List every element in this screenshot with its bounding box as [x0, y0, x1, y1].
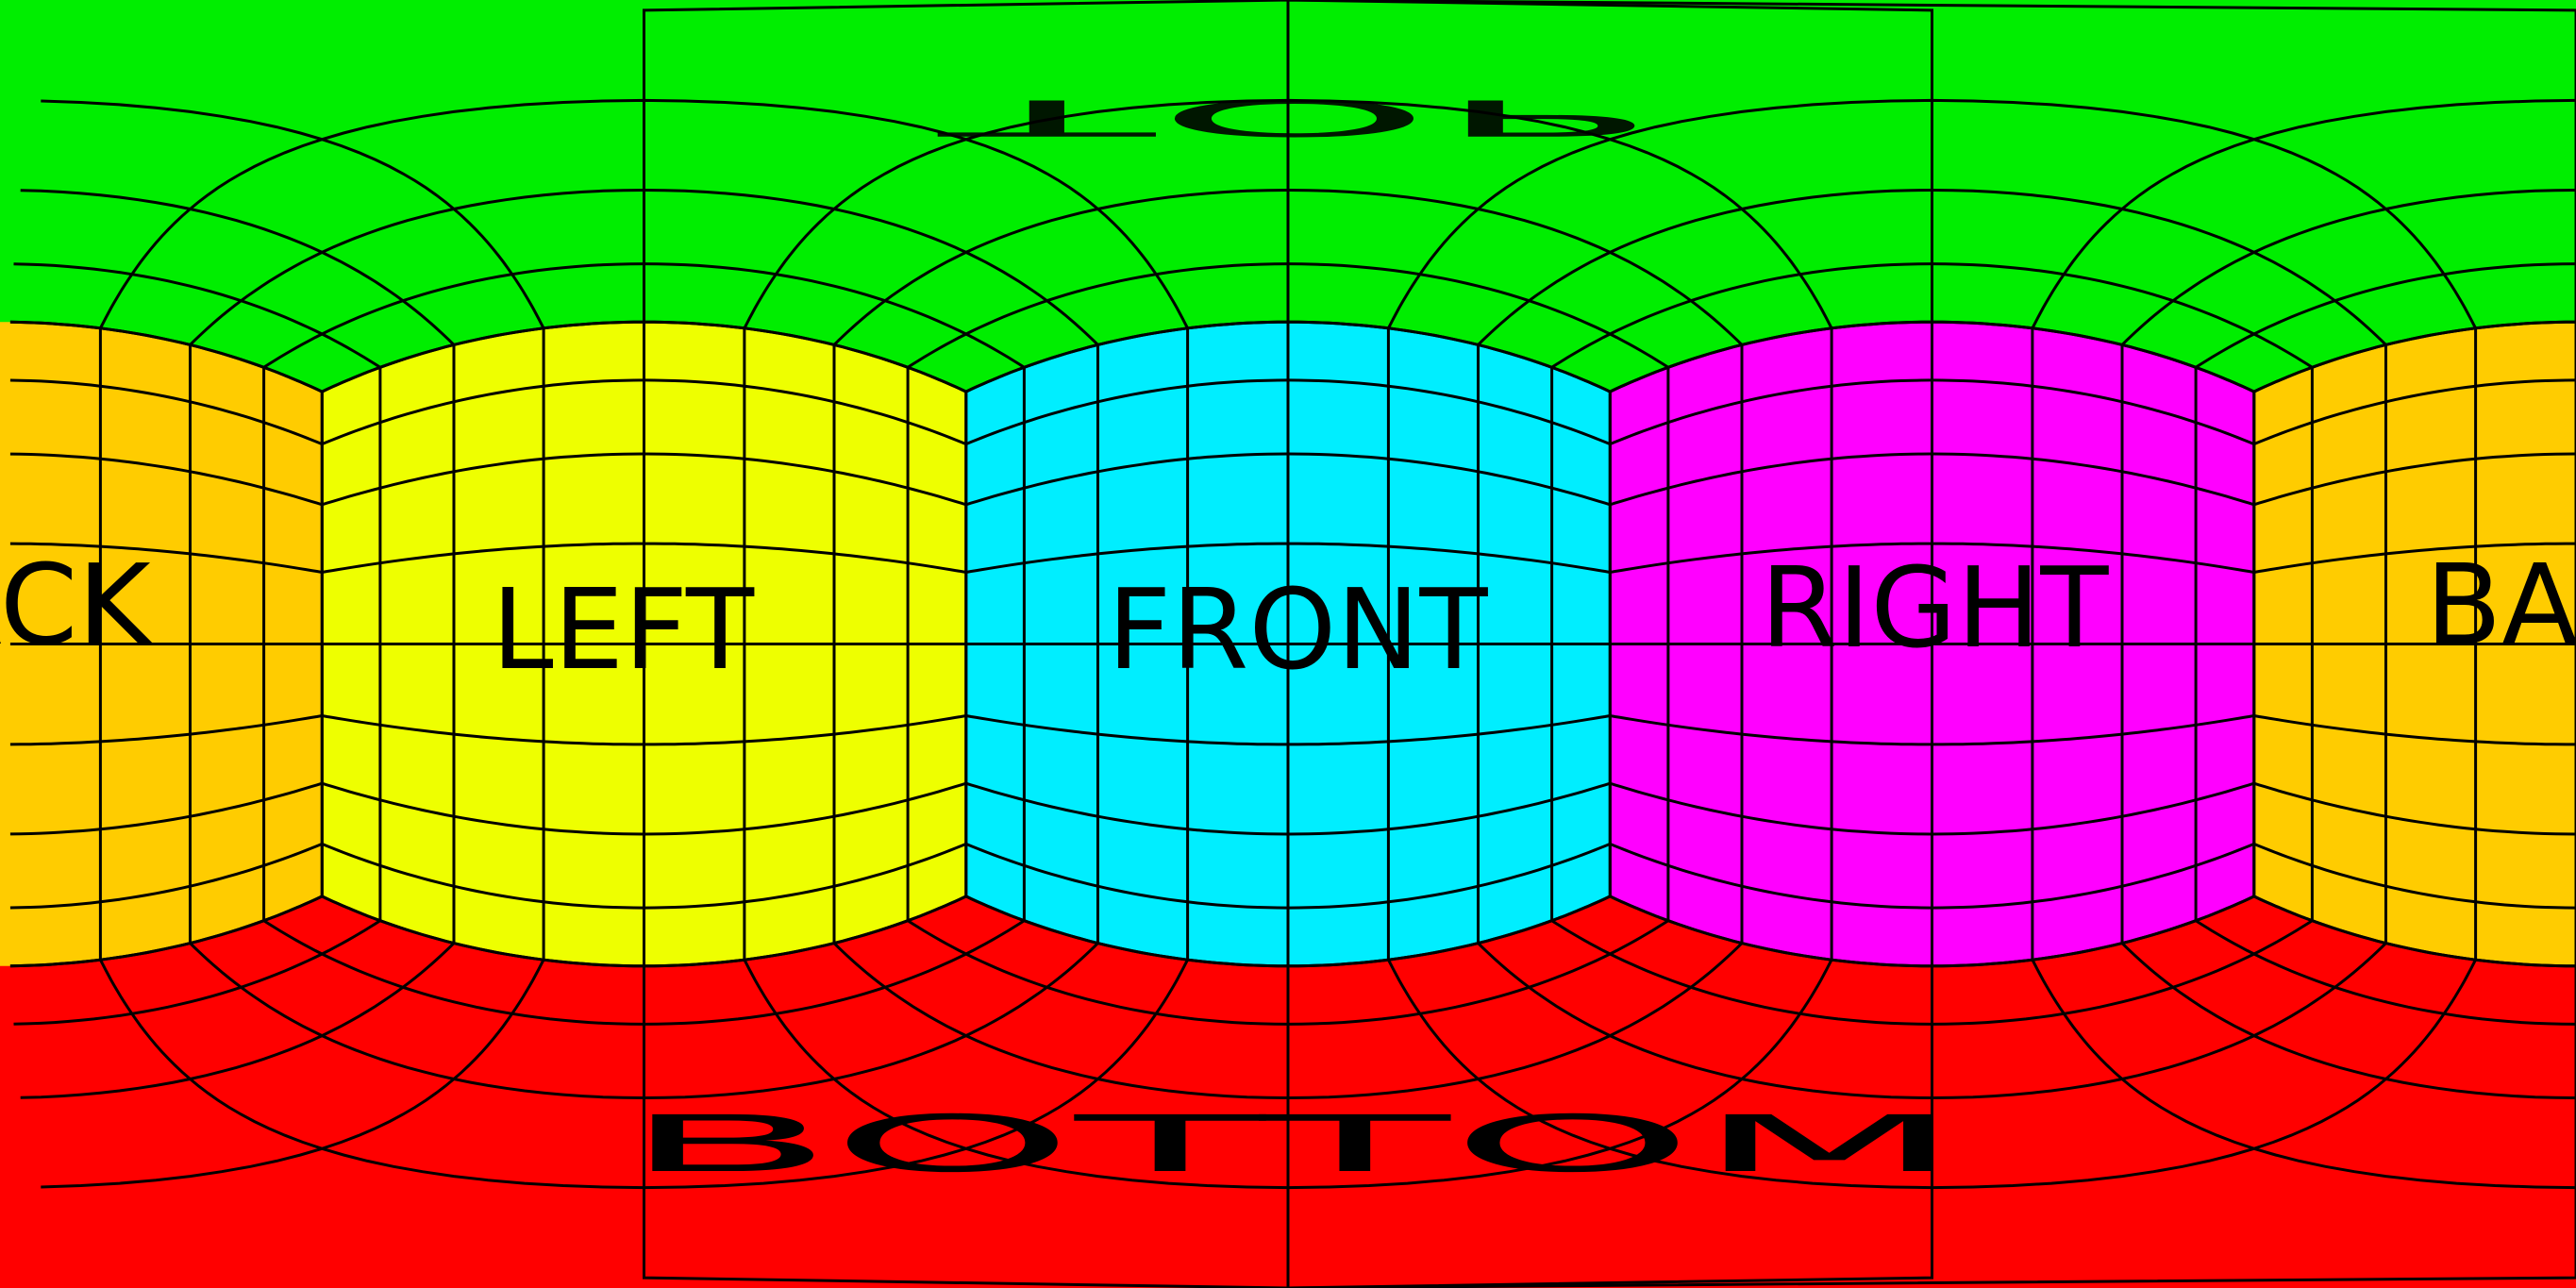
front-label: FRONT — [1107, 564, 1488, 694]
right-label: RIGHT — [1760, 543, 2109, 673]
bottom-grid-line — [743, 959, 1833, 1190]
top-grid-line — [1286, 0, 2576, 323]
left-grid-line — [321, 378, 967, 445]
bottom-grid-line — [965, 895, 1611, 968]
back-grid-line — [9, 843, 323, 910]
back-grid-line — [2253, 781, 2576, 836]
back-grid-line — [9, 452, 323, 507]
right-grid-line — [1609, 452, 2255, 507]
front-grid-line — [965, 378, 1611, 445]
back-grid-line — [2253, 452, 2576, 507]
bottom-grid-line — [1609, 895, 2255, 968]
left-grid-line — [321, 452, 967, 507]
top-grid-line — [2195, 262, 2576, 369]
bottom-grid-line — [13, 919, 381, 1026]
top-grid-line — [13, 262, 381, 369]
bottom-grid-line — [41, 959, 545, 1189]
bottom-grid-line — [1477, 942, 2387, 1100]
bottom-grid-line — [643, 965, 1933, 1288]
top-grid-line — [20, 189, 456, 346]
back-label-left: BACK — [0, 540, 153, 670]
bottom-grid-line — [20, 942, 456, 1099]
bottom-grid-line — [9, 895, 323, 968]
bottom-grid-line — [1387, 959, 2477, 1190]
front-grid-line — [965, 452, 1611, 507]
back-grid-line — [9, 781, 323, 836]
top-grid-line — [2253, 320, 2576, 393]
back-grid-line — [2253, 714, 2576, 746]
top-grid-line — [1550, 262, 2314, 369]
left-grid-line — [322, 542, 967, 574]
bottom-grid-line — [1550, 919, 2314, 1026]
back-grid-line — [2253, 542, 2576, 574]
bottom-grid-line — [907, 919, 1669, 1026]
bottom-grid-line — [832, 942, 1744, 1100]
left-label: LEFT — [492, 564, 755, 694]
back-grid-line — [9, 378, 323, 445]
top-grid-line — [1387, 98, 2477, 329]
bottom-grid-line — [1286, 965, 2576, 1288]
top-grid-line — [9, 320, 323, 393]
back-grid-line — [2253, 378, 2576, 445]
top-grid-line — [1477, 188, 2387, 346]
top-grid-line — [41, 99, 545, 329]
top-grid-line — [643, 0, 1933, 323]
front-grid-line — [965, 542, 1611, 574]
top-grid-line — [1609, 320, 2255, 393]
top-text: TOP — [933, 89, 1647, 146]
right-grid-line — [1609, 378, 2255, 445]
back-label-right: BACK — [2425, 540, 2576, 670]
top-grid-line — [2120, 189, 2576, 346]
bottom-text: BOTTOM — [622, 1099, 1964, 1190]
back-grid-line — [9, 542, 323, 574]
back-grid-line — [9, 714, 323, 746]
right-grid-line — [1610, 542, 2255, 574]
